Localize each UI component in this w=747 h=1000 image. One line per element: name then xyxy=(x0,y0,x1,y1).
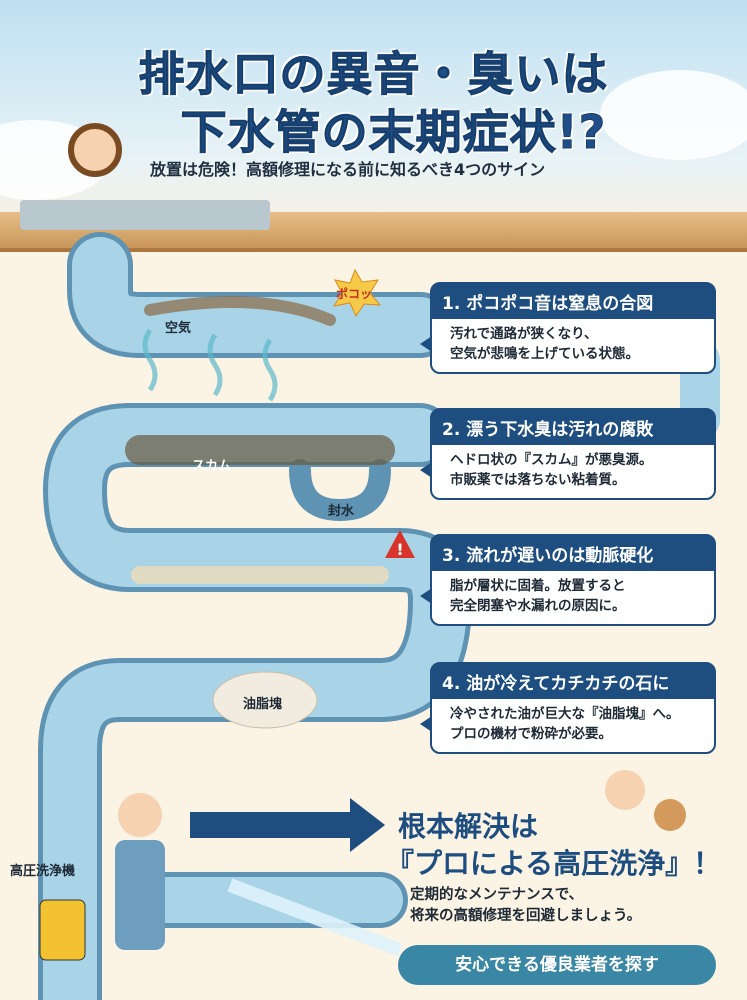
label-scum: スカム xyxy=(192,459,232,474)
woman-happy-icon xyxy=(605,770,645,810)
label-pressure-washer: 高圧洗浄機 xyxy=(10,864,76,879)
sign-card-1: 1. ポコポコ音は窒息の合図 汚れで通路が狭くなり、空気が悲鳴を上げている状態。 xyxy=(420,282,716,375)
label-grease-block: 油脂塊 xyxy=(243,697,283,712)
woman-icon xyxy=(68,123,122,177)
worker-icon xyxy=(118,793,162,837)
sign-title: 1. ポコポコ音は窒息の合図 xyxy=(432,284,714,319)
title-line-2: 下水管の末期症状!? xyxy=(180,105,607,160)
conclusion-text: 将来の高額修理を回避しましょう。 xyxy=(410,908,642,925)
sign-text: 市販薬では落ちない粘着質。 xyxy=(450,471,626,488)
sign-title: 4. 油が冷えてカチカチの石に xyxy=(432,664,714,699)
sign-card-2: 2. 漂う下水臭は汚れの腐敗 ヘドロ状の『スカム』が悪臭源。市販薬では落ちない粘… xyxy=(420,408,716,501)
label-pop: ポコッ xyxy=(336,287,373,301)
sign-text: 汚れで通路が狭くなり、 xyxy=(450,326,598,342)
svg-text:!: ! xyxy=(396,540,403,559)
find-contractor-button[interactable]: 安心できる優良業者を探す xyxy=(398,945,716,985)
warning-icon xyxy=(385,530,415,558)
sign-card-3: 3. 流れが遅いのは動脈硬化 脂が層状に固着。放置すると完全閉塞や水漏れの原因に… xyxy=(420,534,716,627)
sign-title: 2. 漂う下水臭は汚れの腐敗 xyxy=(432,410,714,445)
sign-text: 空気が悲鳴を上げている状態。 xyxy=(450,345,639,362)
dog-icon xyxy=(654,799,686,831)
subtitle: 放置は危険！高額修理になる前に知るべき4つのサイン xyxy=(150,160,546,179)
sink-icon xyxy=(20,200,270,230)
conclusion-line-2: 『プロによる高圧洗浄』！ xyxy=(386,847,722,880)
conclusion-line-1: 根本解決は xyxy=(398,810,539,843)
sign-card-4: 4. 油が冷えてカチカチの石に 冷やされた油が巨大な『油脂塊』へ。プロの機材で粉… xyxy=(420,662,716,755)
sign-text: ヘドロ状の『スカム』が悪臭源。 xyxy=(450,452,653,468)
arrow-icon xyxy=(190,798,385,852)
sign-text: プロの機材で粉砕が必要。 xyxy=(450,725,612,742)
pressure-washer-icon xyxy=(39,899,86,961)
pop-burst-icon xyxy=(332,268,382,318)
sign-text: 完全閉塞や水漏れの原因に。 xyxy=(450,597,626,614)
conclusion-body: 定期的なメンテナンスで、 将来の高額修理を回避しましょう。 xyxy=(410,885,641,927)
label-air: 空気 xyxy=(165,321,192,336)
sign-title: 3. 流れが遅いのは動脈硬化 xyxy=(432,536,714,571)
conclusion-text: 定期的なメンテナンスで、 xyxy=(410,887,584,903)
sign-text: 冷やされた油が巨大な『油脂塊』へ。 xyxy=(450,706,680,722)
sign-text: 脂が層状に固着。放置すると xyxy=(450,578,626,594)
title-line-1: 排水口の異音・臭いは xyxy=(138,47,609,102)
sky-background xyxy=(0,0,747,230)
grease-block xyxy=(212,671,318,729)
label-trap-water: 封水 xyxy=(328,504,355,519)
